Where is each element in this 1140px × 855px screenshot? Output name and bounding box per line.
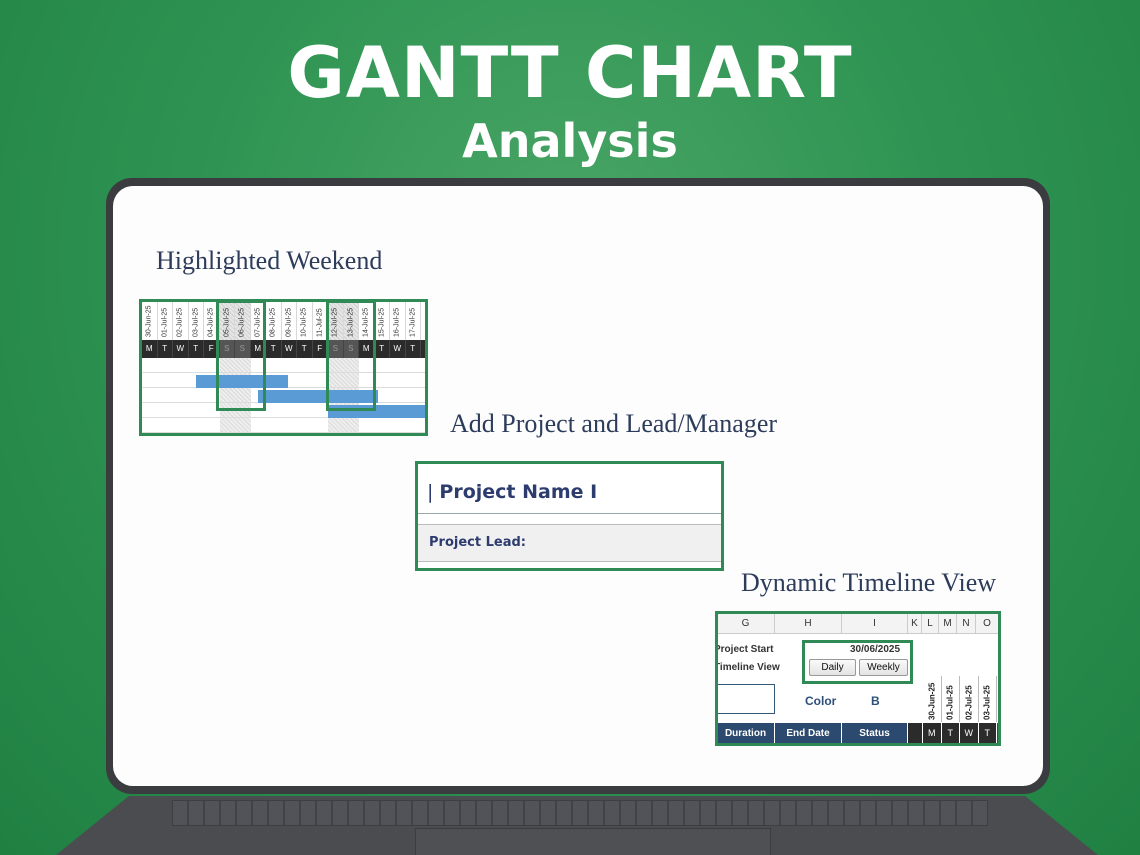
column-header-h: H [775,614,842,634]
day-cell: S [328,340,344,358]
text-cursor: | [427,481,434,503]
gantt-row [142,403,425,418]
weekly-button[interactable]: Weekly [859,659,908,676]
date-cell: 04-Jul-25 [204,302,220,340]
laptop-trackpad [415,828,771,855]
day-cell: T [406,340,421,358]
date-cell: 13-Jul-25 [343,302,359,340]
date-cell: 02-Jul-25 [173,302,189,340]
day-cell: T [189,340,204,358]
timeline-view-label: Timeline View [717,662,780,673]
column-header-l: L [922,614,939,634]
day-cell: W [173,340,189,358]
column-header-m: M [939,614,957,634]
day-cell: W [390,340,406,358]
date-cell: 05-Jul-25 [219,302,235,340]
status-header: Status [842,723,908,744]
color-label: Color [805,694,837,708]
end-date-header: End Date [775,723,842,744]
timeline-day: T [978,723,997,744]
project-lead-row[interactable] [417,524,722,562]
column-header-k: K [908,614,922,634]
divider [417,513,722,514]
date-cell: 01-Jul-25 [158,302,173,340]
project-lead-label: Project Lead: [429,535,526,550]
day-cell: M [142,340,158,358]
project-name-text: Project Name I [439,481,598,503]
timeline-date: 01-Jul-25 [942,676,960,722]
date-cell: 03-Jul-25 [189,302,204,340]
weekend-highlight-box [326,300,376,411]
gantt-row [142,418,425,433]
column-header-i: I [842,614,908,634]
day-cell: T [158,340,173,358]
timeline-panel-frame [715,611,1001,746]
date-cell: 10-Jul-25 [297,302,313,340]
day-cell: T [375,340,390,358]
timeline-day: M [923,723,942,744]
task-bar[interactable] [258,390,378,403]
project-panel-frame [415,461,724,571]
project-start-value[interactable]: 30/06/2025 [850,644,901,655]
day-cell: S [219,340,235,358]
timeline-day: W [960,723,979,744]
daily-button[interactable]: Daily [809,659,856,676]
timeline-date: 03-Jul-25 [979,676,997,722]
timeline-controls-highlight [802,640,913,684]
laptop-keyboard [172,800,988,826]
project-section-label: Add Project and Lead/Manager [450,409,778,438]
date-cell: 09-Jul-25 [282,302,297,340]
timeline-day [908,723,923,744]
weekend-shade [219,358,251,433]
weekend-section-label: Highlighted Weekend [156,246,383,275]
day-cell: S [343,340,359,358]
color-value: B [871,694,880,708]
timeline-panel: G H I K L M N O Project Start 30/06/2025… [717,614,999,744]
gantt-row [142,358,425,373]
weekend-grid-frame [139,299,428,436]
date-cell: 15-Jul-25 [375,302,390,340]
page-title: GANTT CHART [287,32,853,114]
day-cell: W [282,340,297,358]
column-header-n: N [957,614,976,634]
day-cell: T [297,340,313,358]
date-cell: 17-Jul-25 [406,302,421,340]
timeline-day: T [941,723,960,744]
date-cell: 06-Jul-25 [235,302,251,340]
timeline-date: 02-Jul-25 [960,676,979,722]
project-name-field[interactable]: |Project Name I [427,481,597,503]
date-cell: 30-Jun-25 [142,302,158,340]
day-cell: T [266,340,282,358]
timeline-section-label: Dynamic Timeline View [741,568,997,597]
column-header-g: G [717,614,775,634]
day-cell: F [204,340,220,358]
duration-header: Duration [717,723,775,744]
timeline-date: 30-Jun-25 [923,676,942,722]
day-cell: S [235,340,251,358]
page-subtitle: Analysis [462,114,678,168]
date-cell: 12-Jul-25 [328,302,344,340]
date-cell: 08-Jul-25 [266,302,282,340]
weekend-highlight-box [216,300,266,411]
date-cell: 16-Jul-25 [390,302,406,340]
project-start-label: Project Start [717,644,774,655]
project-panel: |Project Name I Project Lead: [417,463,722,569]
